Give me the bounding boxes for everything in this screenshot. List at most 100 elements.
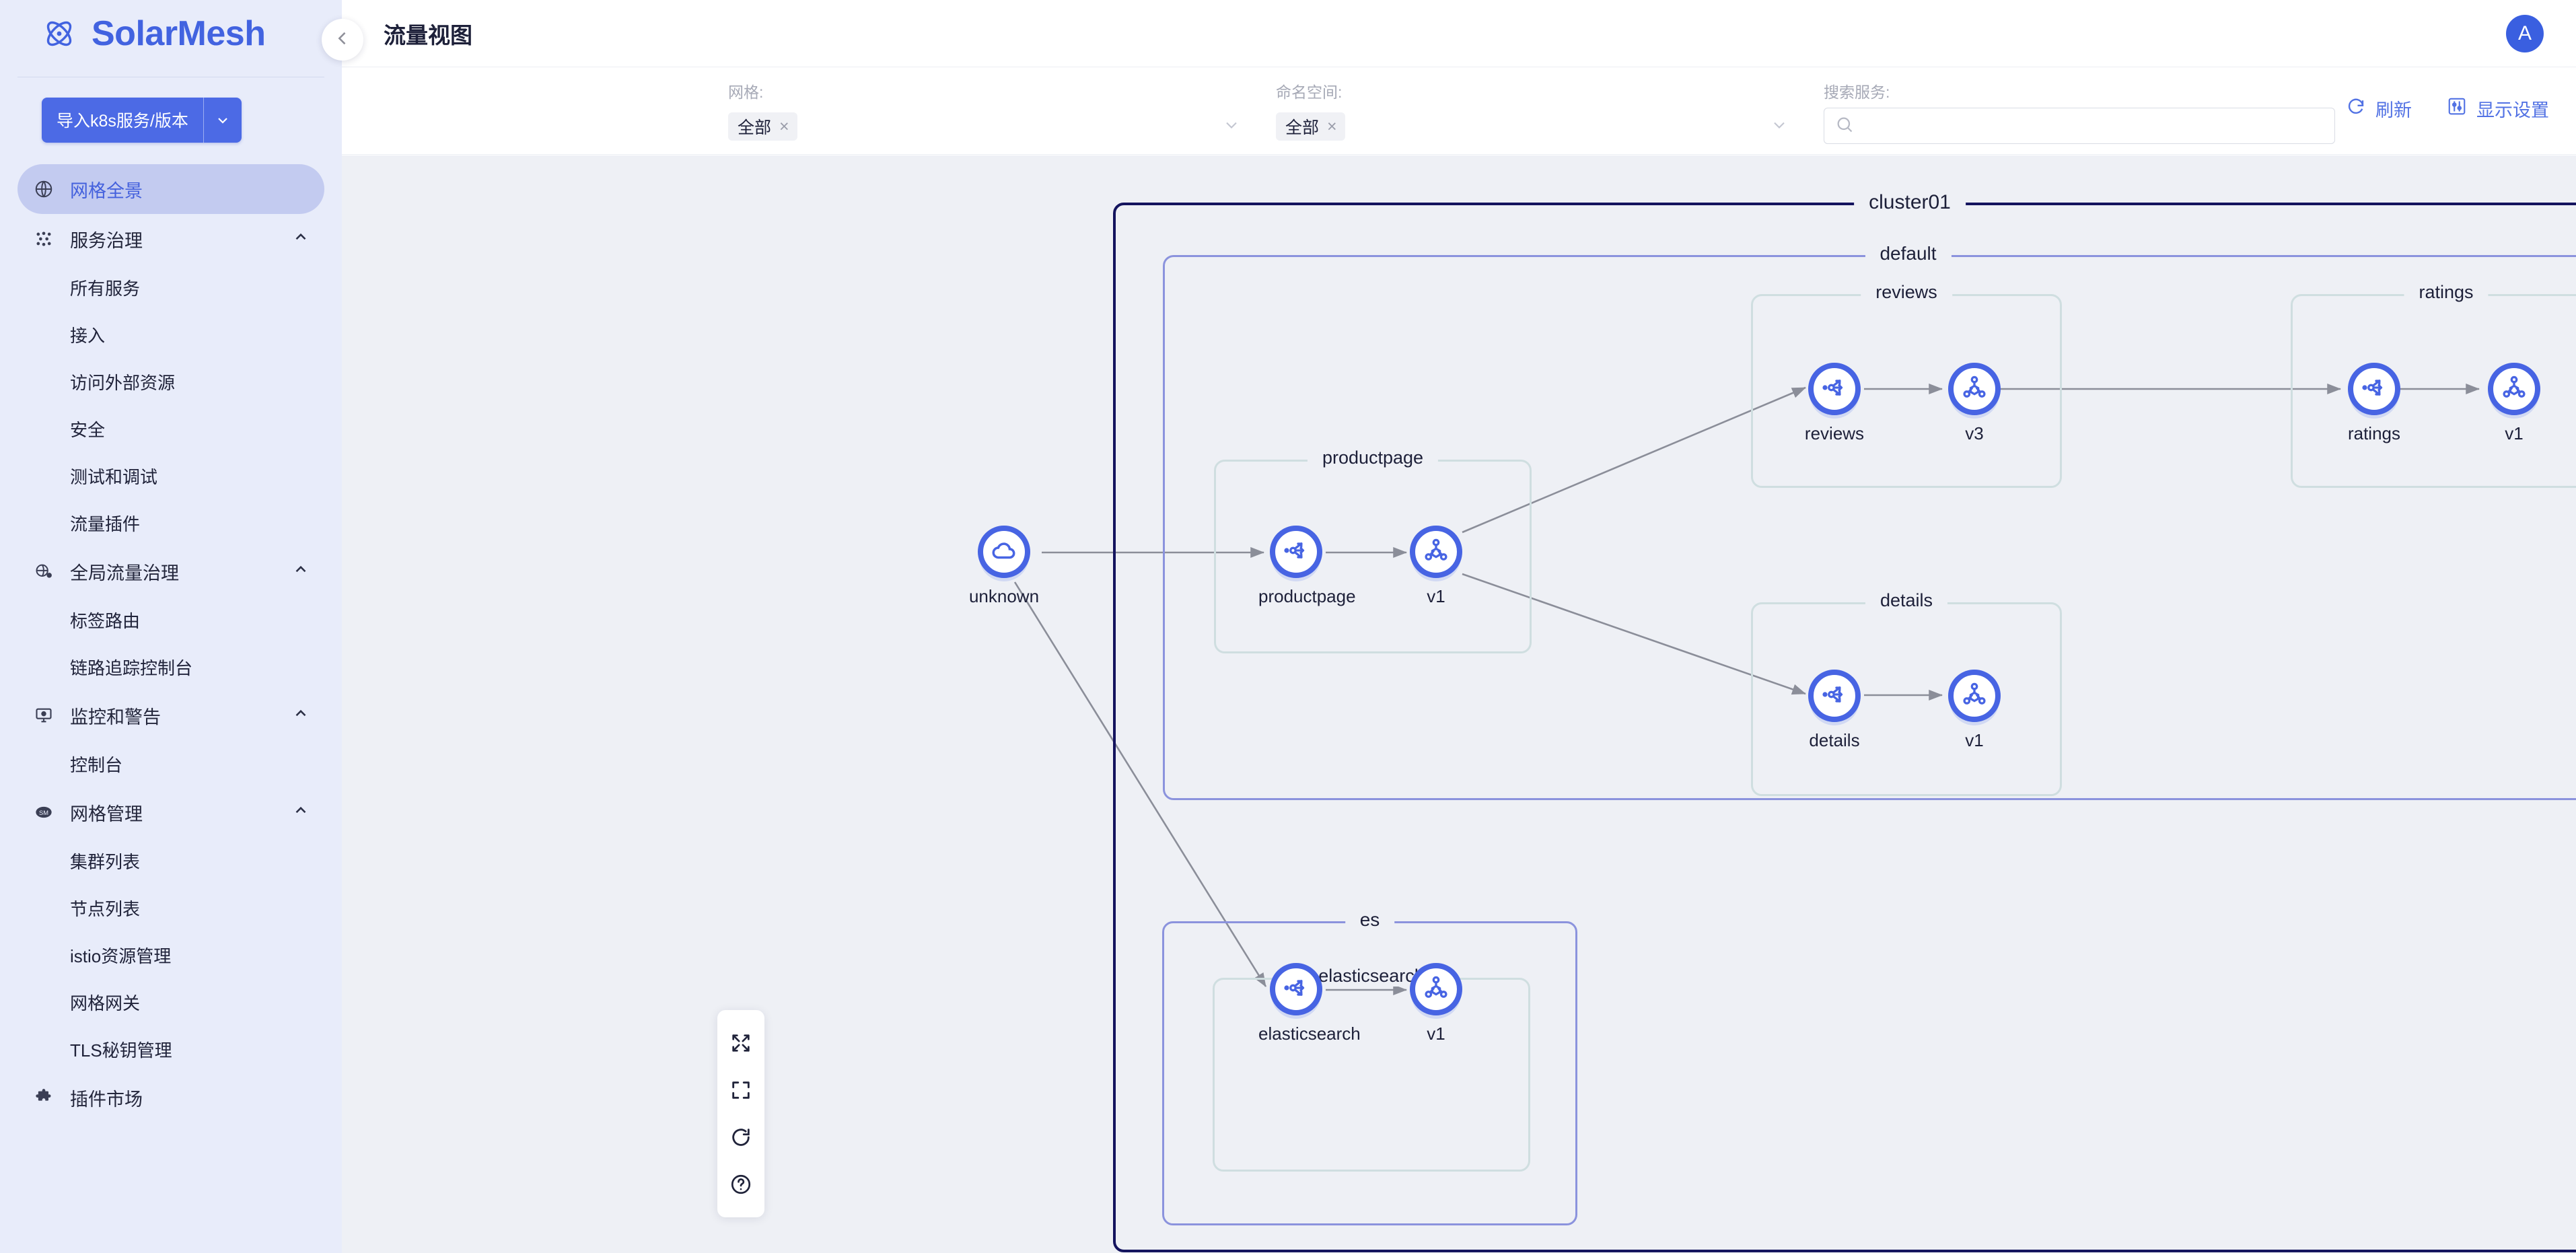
sidebar-item-trace-console[interactable]: 链路追踪控制台: [0, 643, 342, 690]
close-icon[interactable]: ×: [1327, 116, 1337, 136]
sidebar-item-cluster-list[interactable]: 集群列表: [0, 837, 342, 884]
page-title: 流量视图: [384, 22, 472, 48]
namespace-box-es[interactable]: es: [1162, 909, 1577, 1225]
namespace-select[interactable]: 全部 ×: [1276, 108, 1787, 145]
sidebar: SolarMesh 导入k8s服务/版本: [0, 0, 342, 1253]
sidebar-group-mesh-management[interactable]: SM 网格管理: [17, 787, 324, 837]
sidebar-collapse-button[interactable]: [322, 19, 363, 61]
node-label: ratings: [2347, 423, 2401, 443]
search-input[interactable]: [1862, 116, 2324, 136]
search-filter-caption: 搜索服务:: [1824, 83, 1890, 101]
refresh-button[interactable]: 刷新: [2346, 96, 2412, 122]
puzzle-icon: [32, 1086, 55, 1109]
search-box[interactable]: [1824, 108, 2335, 144]
sidebar-item-ingress[interactable]: 接入: [0, 311, 342, 358]
mesh-filter-caption: 网格:: [728, 83, 764, 101]
mesh-select[interactable]: 全部 ×: [728, 108, 1240, 145]
chevron-up-icon[interactable]: [292, 801, 310, 824]
service-label: productpage: [1307, 448, 1439, 468]
node-circle[interactable]: [1948, 670, 2001, 722]
chevron-up-icon[interactable]: [292, 705, 310, 727]
avatar[interactable]: A: [2506, 15, 2544, 52]
node-circle[interactable]: [1270, 963, 1322, 1015]
service-label: reviews: [1861, 282, 1952, 303]
node-circle[interactable]: [978, 526, 1030, 578]
sidebar-sub-label: istio资源管理: [70, 945, 172, 966]
chevron-up-icon[interactable]: [292, 561, 310, 583]
sidebar-sub-label: 所有服务: [70, 278, 141, 299]
node-label: v1: [1427, 1024, 1445, 1044]
help-circle-icon[interactable]: [717, 1161, 764, 1208]
node-circle[interactable]: [1270, 526, 1322, 578]
sidebar-group-service-governance[interactable]: 服务治理: [17, 214, 324, 264]
close-icon[interactable]: ×: [779, 116, 789, 136]
workload-icon: [1422, 536, 1450, 568]
namespace-box-default[interactable]: default: [1163, 243, 2576, 800]
chevron-left-icon: [333, 29, 352, 51]
sidebar-group-monitor-alert[interactable]: 监控和警告: [17, 690, 324, 740]
node-productpage-service[interactable]: productpage: [1258, 526, 1356, 607]
namespace-filter-caption: 命名空间:: [1276, 83, 1343, 101]
import-k8s-label: 导入k8s服务/版本: [57, 112, 188, 131]
sidebar-item-mesh-gateway[interactable]: 网格网关: [0, 978, 342, 1026]
sidebar-item-label-routing[interactable]: 标签路由: [0, 596, 342, 643]
node-circle[interactable]: [2348, 363, 2400, 415]
fit-screen-icon[interactable]: [717, 1067, 764, 1114]
main-area: 流量视图 A 网格: 全部 × 命名空间:: [322, 0, 2576, 1253]
service-box-reviews[interactable]: reviews: [1751, 282, 2062, 488]
mesh-manage-icon: SM: [32, 801, 55, 824]
sidebar-item-tls-keys[interactable]: TLS秘钥管理: [0, 1026, 342, 1073]
node-reviews-service[interactable]: reviews: [1797, 363, 1872, 444]
svg-text:SM: SM: [39, 810, 48, 816]
sidebar-item-traffic-plugin[interactable]: 流量插件: [0, 499, 342, 546]
sidebar-item-plugin-market[interactable]: 插件市场: [17, 1073, 324, 1122]
sidebar-item-test-debug[interactable]: 测试和调试: [0, 452, 342, 499]
import-k8s-button[interactable]: 导入k8s服务/版本: [42, 98, 242, 143]
sidebar-item-label: 网格全景: [70, 180, 143, 201]
sidebar-group-global-traffic[interactable]: 全局流量治理: [17, 546, 324, 596]
service-box-ratings[interactable]: ratings: [2291, 282, 2576, 488]
display-settings-button[interactable]: 显示设置: [2447, 96, 2549, 122]
chevron-down-icon[interactable]: [1770, 116, 1789, 138]
import-button-separator: [203, 98, 204, 143]
chevron-down-icon[interactable]: [1222, 116, 1241, 138]
sidebar-item-external-resources[interactable]: 访问外部资源: [0, 358, 342, 405]
node-elasticsearch-v1[interactable]: v1: [1398, 963, 1474, 1044]
node-circle[interactable]: [1948, 363, 2001, 415]
node-circle[interactable]: [2488, 363, 2540, 415]
chevron-up-icon[interactable]: [292, 228, 310, 250]
node-label: elasticsearch: [1258, 1024, 1361, 1044]
node-unknown[interactable]: unknown: [966, 526, 1042, 607]
service-label: details: [1865, 590, 1948, 611]
node-circle[interactable]: [1410, 526, 1462, 578]
node-details-service[interactable]: details: [1797, 670, 1872, 751]
chevron-down-icon[interactable]: [204, 98, 242, 143]
node-reviews-v3[interactable]: v3: [1937, 363, 2012, 444]
expand-arrows-icon[interactable]: [717, 1019, 764, 1067]
sidebar-item-all-services[interactable]: 所有服务: [0, 264, 342, 311]
sidebar-item-console[interactable]: 控制台: [0, 740, 342, 787]
node-ratings-service[interactable]: ratings: [2336, 363, 2412, 444]
cluster-box[interactable]: cluster01: [1113, 191, 2576, 1252]
sidebar-item-istio-resources[interactable]: istio资源管理: [0, 931, 342, 978]
sidebar-sub-label: 安全: [70, 419, 106, 440]
sidebar-item-node-list[interactable]: 节点列表: [0, 884, 342, 931]
service-box-productpage[interactable]: productpage: [1214, 448, 1532, 653]
service-router-icon: [2360, 373, 2388, 405]
node-productpage-v1[interactable]: v1: [1398, 526, 1474, 607]
sidebar-sub-label: 测试和调试: [70, 466, 158, 487]
node-circle[interactable]: [1808, 670, 1861, 722]
sidebar-sub-label: 接入: [70, 325, 106, 346]
node-ratings-v1[interactable]: v1: [2476, 363, 2552, 444]
sidebar-sub-label: 网格网关: [70, 993, 141, 1013]
topbar: 流量视图 A: [342, 0, 2576, 67]
sidebar-item-mesh-overview[interactable]: 网格全景: [17, 164, 324, 214]
reload-icon[interactable]: [717, 1114, 764, 1161]
node-circle[interactable]: [1410, 963, 1462, 1015]
sidebar-item-security[interactable]: 安全: [0, 405, 342, 452]
topology-canvas[interactable]: cluster01 default es productpage reviews…: [342, 155, 2576, 1253]
service-box-details[interactable]: details: [1751, 590, 2062, 796]
node-details-v1[interactable]: v1: [1937, 670, 2012, 751]
node-elasticsearch-service[interactable]: elasticsearch: [1258, 963, 1361, 1044]
node-circle[interactable]: [1808, 363, 1861, 415]
